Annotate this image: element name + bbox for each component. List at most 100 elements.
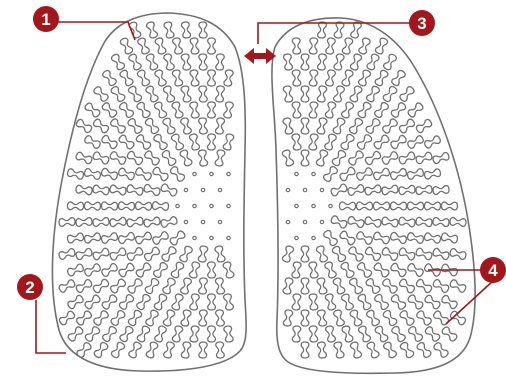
perforation-hole bbox=[181, 53, 191, 70]
perforation-hole bbox=[317, 117, 328, 134]
perforation-hole bbox=[398, 151, 416, 165]
perforation-hole bbox=[208, 102, 216, 118]
perforation-hole bbox=[350, 21, 362, 39]
perforation-hole bbox=[144, 277, 160, 294]
perforation-hole bbox=[325, 69, 336, 86]
perforation-hole bbox=[309, 294, 318, 311]
perforation-hole bbox=[357, 101, 372, 119]
perforation-hole bbox=[145, 309, 159, 327]
perforation-hole bbox=[365, 117, 381, 134]
perforation-hole bbox=[207, 134, 215, 150]
perforation-hole bbox=[152, 231, 170, 246]
perforation-hole bbox=[347, 150, 364, 167]
perforation-hole bbox=[143, 184, 161, 197]
gap-arrow bbox=[244, 48, 276, 64]
perforation-hole bbox=[189, 102, 199, 119]
perforation-hole bbox=[67, 294, 85, 309]
perforation-hole bbox=[391, 325, 407, 342]
perforation-hole bbox=[181, 341, 191, 358]
perforation-hole bbox=[364, 150, 382, 165]
perforation-hole bbox=[309, 102, 318, 119]
perforation-hole bbox=[75, 310, 92, 326]
perforation-hole bbox=[84, 135, 102, 150]
perforation-hole bbox=[179, 149, 193, 167]
perforation-hole bbox=[415, 247, 433, 260]
perforation-hole bbox=[358, 325, 372, 343]
perforation-hole bbox=[341, 325, 353, 343]
perforation-hole bbox=[341, 69, 353, 87]
perforation-dot bbox=[227, 236, 230, 239]
perforation-hole bbox=[350, 53, 363, 71]
perforation-hole bbox=[364, 185, 381, 196]
perforation-hole bbox=[180, 277, 192, 295]
perforation-hole bbox=[127, 309, 142, 327]
perforation-hole bbox=[373, 262, 390, 278]
perforation-hole bbox=[216, 342, 225, 359]
perforation-hole bbox=[67, 263, 85, 277]
perforation-hole bbox=[323, 229, 339, 246]
perforation-hole bbox=[109, 247, 127, 261]
perforation-hole bbox=[383, 341, 398, 359]
perforation-dot bbox=[303, 188, 306, 191]
perforation-hole bbox=[137, 37, 150, 55]
perforation-hole bbox=[118, 167, 136, 180]
callout-3: 3 bbox=[409, 10, 435, 36]
callout-2: 2 bbox=[17, 274, 43, 300]
callout-1: 1 bbox=[33, 6, 59, 32]
perforation-hole bbox=[152, 261, 168, 278]
perforation-hole bbox=[189, 261, 200, 278]
perforation-hole bbox=[374, 325, 389, 343]
perforation-hole bbox=[424, 202, 440, 210]
perforation-hole bbox=[407, 202, 423, 210]
perforation-hole bbox=[101, 263, 119, 278]
perforation-hole bbox=[416, 310, 433, 327]
perforation-dot bbox=[193, 172, 196, 175]
perforation-hole bbox=[223, 133, 235, 150]
perforation-hole bbox=[223, 293, 234, 310]
perforation-hole bbox=[441, 202, 457, 210]
perforation-hole bbox=[224, 70, 234, 87]
perforation-hole bbox=[373, 202, 389, 210]
perforation-hole bbox=[333, 53, 344, 70]
perforation-hole bbox=[119, 325, 134, 343]
perforation-hole bbox=[208, 38, 216, 54]
perforation-hole bbox=[84, 168, 102, 180]
perforation-hole bbox=[390, 202, 406, 210]
perforation-hole bbox=[324, 261, 337, 279]
perforation-hole bbox=[58, 310, 75, 326]
perforation-hole bbox=[415, 151, 433, 164]
perforation-hole bbox=[390, 102, 407, 119]
perforation-hole bbox=[373, 167, 391, 180]
perforation-hole bbox=[301, 150, 309, 166]
perforation-hole bbox=[154, 325, 167, 343]
perforation-hole bbox=[75, 248, 93, 261]
perforation-hole bbox=[381, 151, 399, 166]
perforation-hole bbox=[58, 279, 76, 293]
perforation-hole bbox=[432, 248, 450, 261]
perforation-hole bbox=[356, 167, 374, 181]
perforation-hole bbox=[292, 294, 301, 311]
perforation-hole bbox=[374, 293, 390, 310]
perforation-hole bbox=[339, 202, 355, 210]
perforation-hole bbox=[92, 118, 109, 134]
perforation-hole bbox=[366, 85, 381, 103]
perforation-hole bbox=[119, 69, 134, 87]
perforation-hole bbox=[347, 216, 365, 228]
perforation-hole bbox=[283, 54, 293, 71]
perforation-hole bbox=[348, 277, 363, 295]
perforation-dot bbox=[201, 188, 204, 191]
perforation-hole bbox=[292, 70, 301, 86]
perforation-hole bbox=[208, 326, 216, 342]
perforation-hole bbox=[390, 168, 408, 180]
perforation-hole bbox=[416, 341, 432, 358]
perforation-hole bbox=[398, 278, 415, 294]
perforation-hole bbox=[331, 245, 346, 263]
perforation-dot bbox=[312, 236, 315, 239]
perforation-hole bbox=[163, 341, 175, 359]
perforation-hole bbox=[382, 309, 398, 326]
perforation-hole bbox=[152, 166, 169, 182]
perforation-hole bbox=[136, 325, 150, 343]
perforation-dot bbox=[193, 204, 196, 207]
perforation-hole bbox=[424, 294, 441, 310]
